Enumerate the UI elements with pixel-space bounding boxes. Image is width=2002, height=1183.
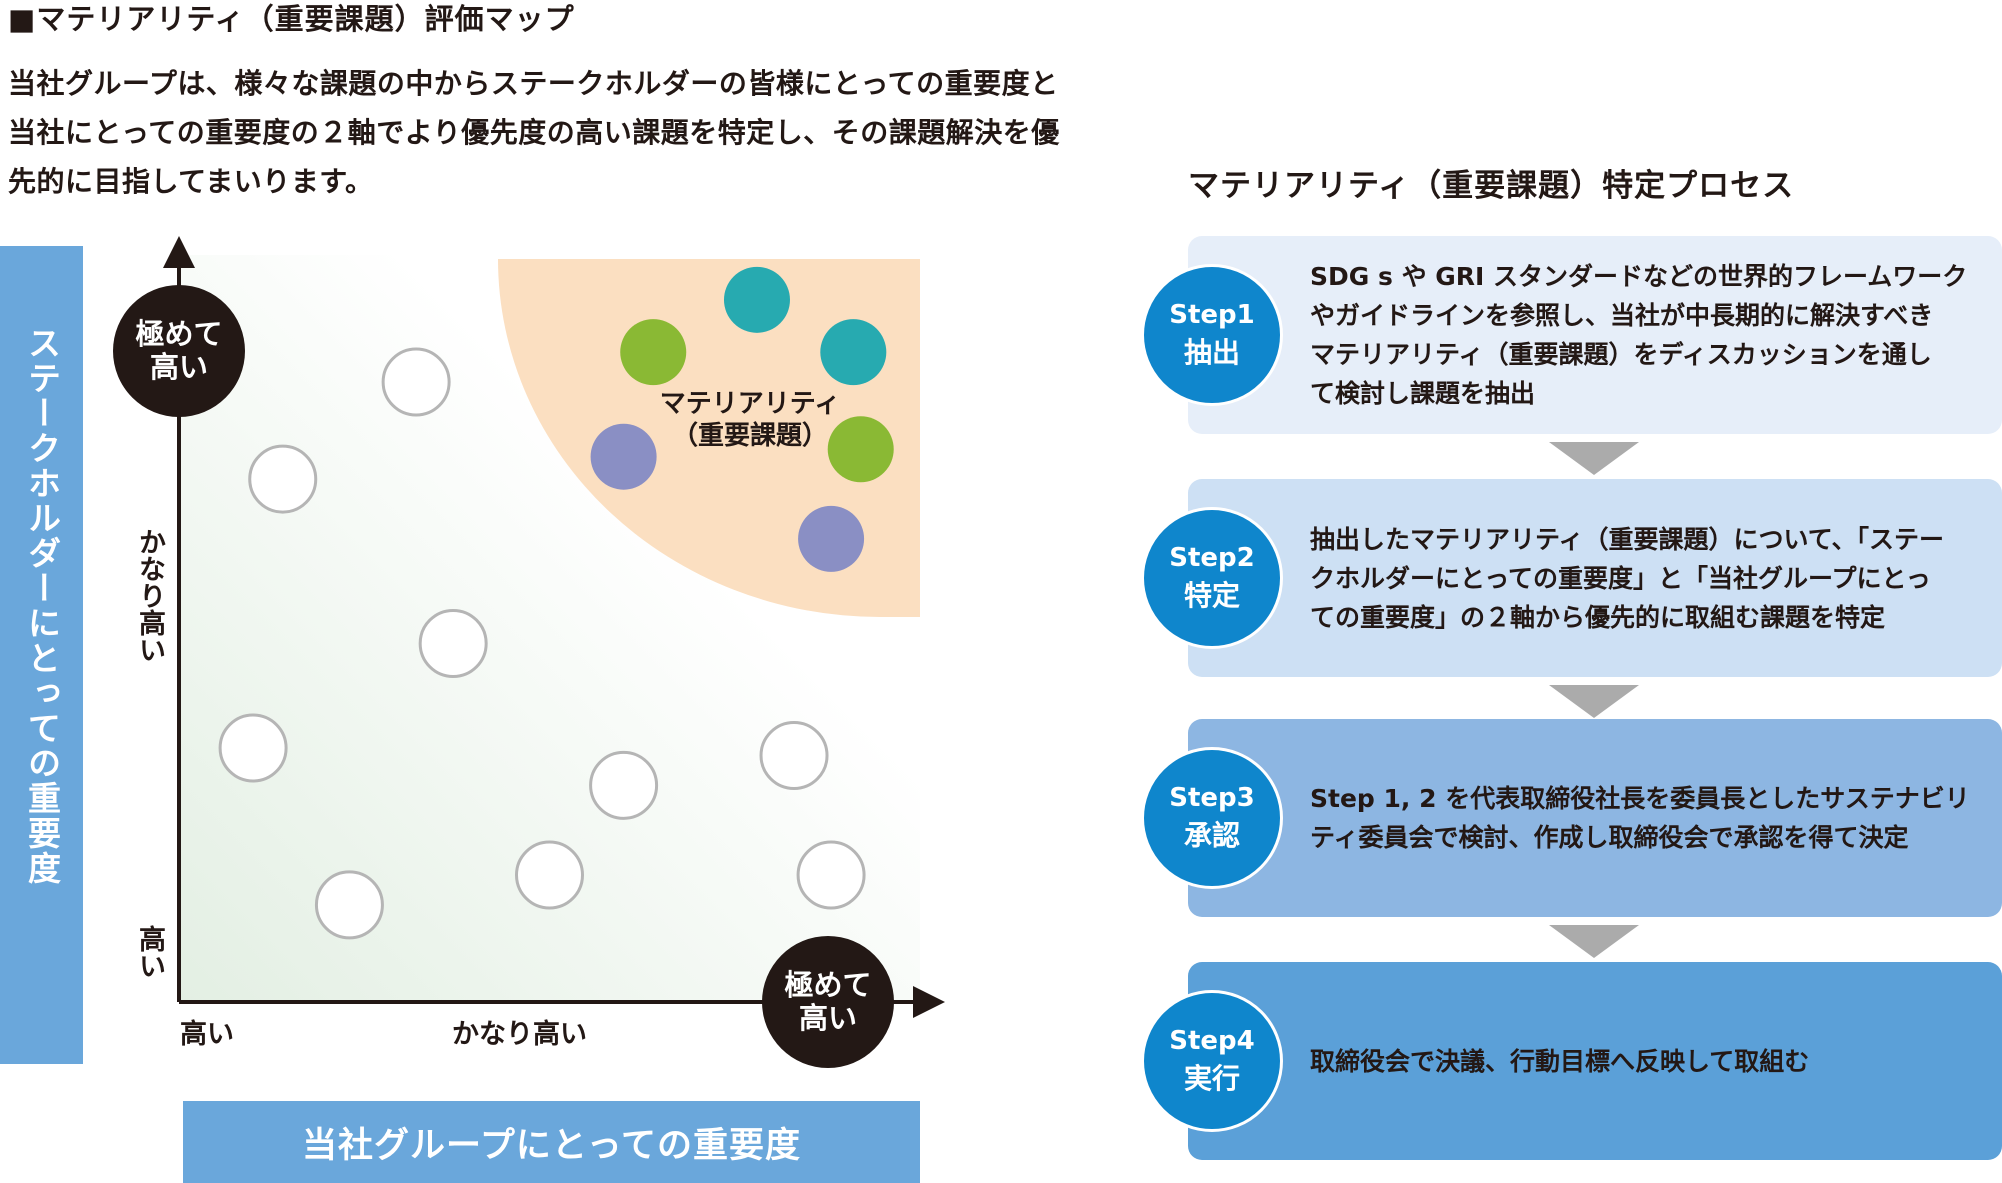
step-description-line: やガイドラインを参照し、当社が中長期的に解決すべき: [1310, 301, 1934, 330]
step-description-line: ティ委員会で検討、作成し取締役会で承認を得て決定: [1310, 823, 1909, 852]
issue-point-other: [796, 840, 866, 910]
issue-point-materiality-green: [827, 416, 894, 483]
down-arrow-icon: [1549, 925, 1639, 958]
step-description-3: Step 1, 2 を代表取締役社長を委員長としたサステナビリティ委員会で検討、…: [1310, 779, 1990, 857]
step-badge-2: Step2 特定: [1141, 507, 1283, 649]
step-number: Step2: [1169, 543, 1255, 573]
step-badge-3: Step3 承認: [1141, 747, 1283, 889]
step-badge-4: Step4 実行: [1141, 990, 1283, 1132]
x-axis-arrow-icon: [913, 986, 945, 1018]
issue-point-other: [589, 750, 659, 820]
issue-point-other: [248, 444, 318, 514]
intro-line-3: 先的に目指してまいります。: [8, 165, 374, 198]
y-end-line-1: 極めて: [135, 317, 223, 351]
issue-point-other: [418, 608, 488, 678]
step-number: Step3: [1169, 783, 1255, 813]
issue-point-other: [218, 713, 288, 783]
step-name: 特定: [1183, 579, 1240, 612]
y-end-line-2: 高い: [149, 350, 208, 384]
step-description-line: マテリアリティ（重要課題）をディスカッションを通し: [1310, 340, 1932, 369]
down-arrow-icon: [1549, 685, 1639, 718]
region-label-line-2: （重要課題）: [671, 421, 828, 451]
issue-point-other: [759, 720, 829, 790]
step-description-line: ての重要度」の２軸から優先的に取組む課題を特定: [1310, 602, 1886, 632]
region-label-line-1: マテリアリティ: [659, 389, 841, 419]
step-description-line: Step 1, 2 を代表取締役社長を委員長としたサステナビリ: [1310, 784, 1970, 813]
step-description-line: クホルダーにとっての重要度」と「当社グループにとっ: [1310, 563, 1931, 593]
x-end-line-2: 高い: [798, 1001, 857, 1035]
step-description-2: 抽出したマテリアリティ（重要課題）について、「ステークホルダーにとっての重要度」…: [1310, 520, 1990, 637]
x-tick-very-high: かなり高い: [452, 1019, 587, 1050]
step-description-line: SDG s や GRI スタンダードなどの世界的フレームワーク: [1310, 262, 1968, 291]
step-description-line: 取締役会で決議、行動目標へ反映して取組む: [1310, 1046, 1810, 1076]
intro-line-2: 当社にとっての重要度の２軸でより優先度の高い課題を特定し、その課題解決を優: [8, 116, 1060, 149]
step-badge-1: Step1 抽出: [1141, 264, 1283, 406]
issue-point-materiality-purple: [798, 505, 865, 572]
issue-point-other: [381, 347, 451, 417]
step-box-1: [1188, 236, 2002, 434]
y-tick-very-high: かなり高い: [134, 528, 165, 663]
step-name: 抽出: [1183, 336, 1240, 369]
step-name: 承認: [1183, 819, 1240, 852]
x-axis-title: 当社グループにとっての重要度: [183, 1101, 920, 1183]
issue-point-materiality-teal: [723, 266, 790, 333]
y-axis-title: ステークホルダーにとっての重要度: [0, 246, 83, 1064]
step-box-3: [1188, 719, 2002, 917]
step-description-line: て検討し課題を抽出: [1310, 379, 1536, 408]
y-axis-arrow-icon: [163, 236, 195, 268]
issue-point-other: [314, 870, 384, 940]
intro-line-1: 当社グループは、様々な課題の中からステークホルダーの皆様にとっての重要度と: [8, 67, 1059, 100]
step-name: 実行: [1183, 1062, 1240, 1095]
step-number: Step4: [1169, 1026, 1255, 1056]
page-title: ■マテリアリティ（重要課題）評価マップ: [8, 2, 575, 36]
issue-point-other: [515, 840, 584, 910]
y-axis-end-label: 極めて 高い: [113, 285, 245, 417]
process-title: マテリアリティ（重要課題）特定プロセス: [1188, 168, 1795, 204]
step-description-4: 取締役会で決議、行動目標へ反映して取組む: [1310, 1042, 1990, 1081]
step-box-2: [1188, 479, 2002, 677]
x-tick-high: 高い: [180, 1019, 234, 1050]
y-tick-high: 高い: [134, 925, 165, 979]
materiality-region-label: マテリアリティ （重要課題）: [640, 388, 860, 452]
step-description-1: SDG s や GRI スタンダードなどの世界的フレームワークやガイドラインを参…: [1310, 257, 1990, 413]
step-description-line: 抽出したマテリアリティ（重要課題）について、「ステー: [1310, 524, 1945, 554]
materiality-map: [163, 236, 945, 1018]
step-box-4: [1188, 962, 2002, 1160]
issue-point-materiality-purple: [590, 423, 657, 490]
issue-point-materiality-teal: [820, 319, 887, 386]
down-arrow-icon: [1549, 442, 1639, 475]
issue-point-materiality-green: [620, 319, 687, 386]
step-number: Step1: [1169, 300, 1255, 330]
x-axis-end-label: 極めて 高い: [762, 936, 894, 1068]
x-end-line-1: 極めて: [784, 968, 872, 1002]
